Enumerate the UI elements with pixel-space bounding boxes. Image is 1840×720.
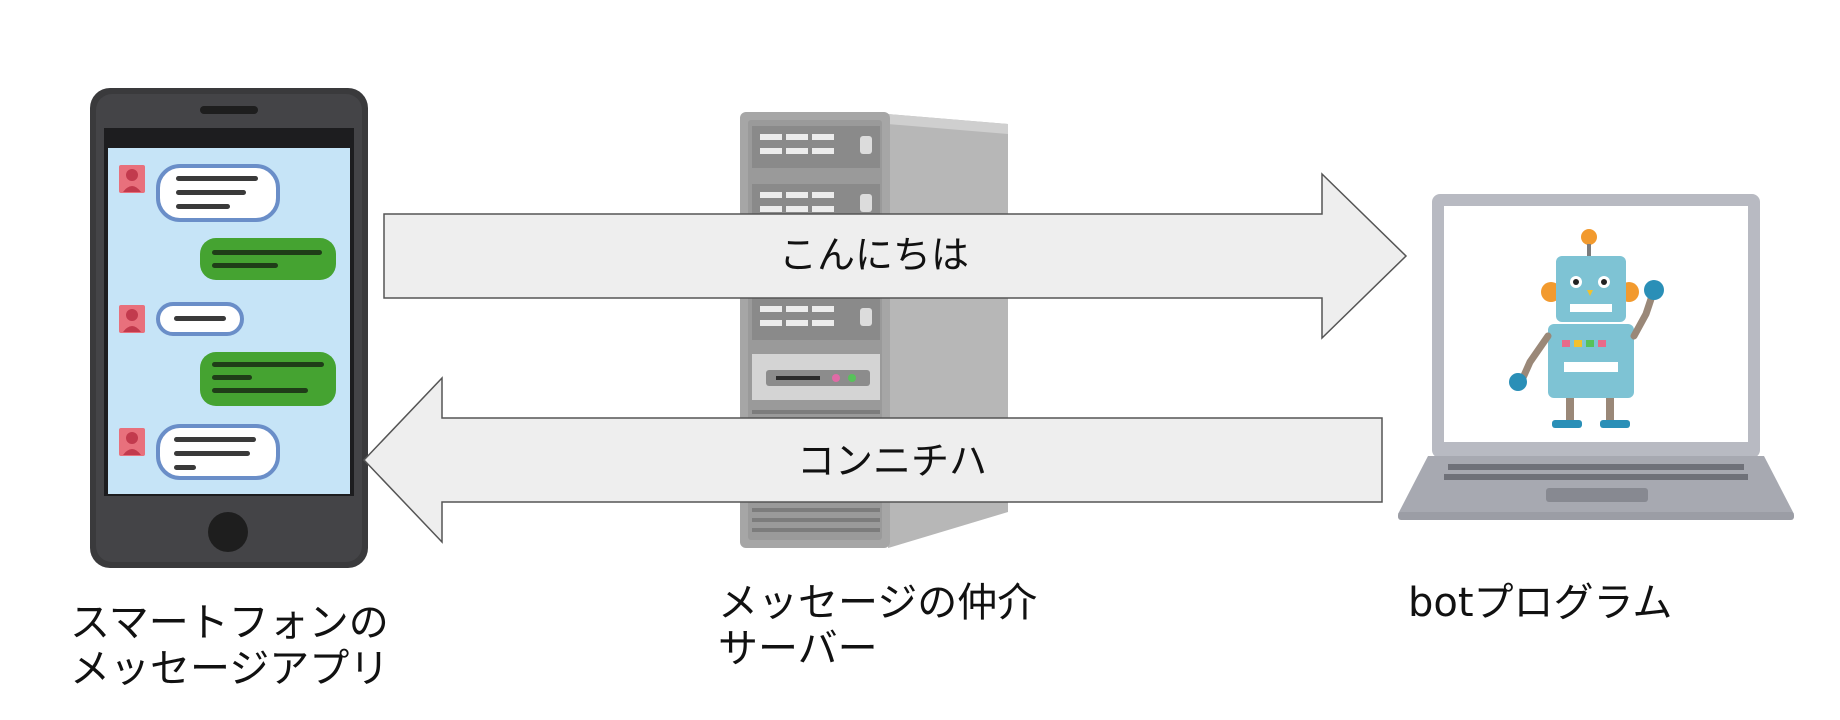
bot-caption: botプログラム <box>1408 580 1673 626</box>
laptop-robot-icon <box>1398 194 1794 520</box>
phone-caption-line1: スマートフォンの <box>70 600 389 646</box>
arrow-to-phone-shape <box>362 376 1383 544</box>
server-caption-line1: メッセージの仲介 <box>718 580 1038 626</box>
server-caption-line2: サーバー <box>718 626 878 672</box>
arrow-to-bot-shape <box>383 172 1408 340</box>
arrow-to-bot-label: こんにちは <box>779 233 969 277</box>
phone-caption-line2: メッセージアプリ <box>70 646 390 692</box>
smartphone-chat-icon <box>90 88 368 568</box>
arrow-to-bot: こんにちは <box>383 172 1408 340</box>
arrow-to-phone-label: コンニチハ <box>797 439 987 483</box>
arrow-to-phone: コンニチハ <box>362 376 1383 544</box>
